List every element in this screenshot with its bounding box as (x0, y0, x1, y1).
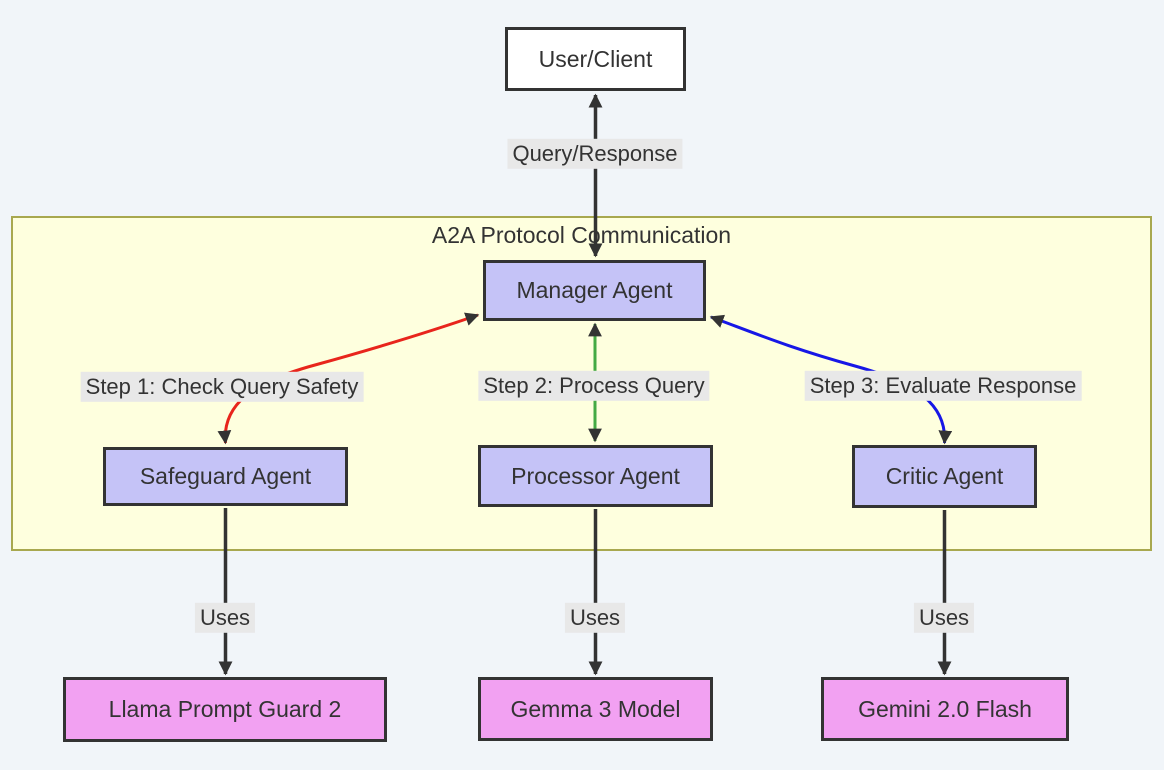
node-processor-agent-label: Processor Agent (511, 462, 680, 489)
edge-label-uses-critic: Uses (913, 602, 975, 634)
node-llama-prompt-guard: Llama Prompt Guard 2 (63, 677, 387, 742)
edge-label-step1: Step 1: Check Query Safety (80, 371, 364, 403)
node-user-client-label: User/Client (538, 45, 653, 72)
edge-label-query-response: Query/Response (507, 138, 683, 170)
node-critic-agent-label: Critic Agent (885, 463, 1004, 489)
node-processor-agent: Processor Agent (478, 445, 713, 507)
node-gemma-model: Gemma 3 Model (478, 677, 713, 741)
node-safeguard-agent: Safeguard Agent (103, 447, 348, 506)
edge-label-step3: Step 3: Evaluate Response (804, 370, 1082, 402)
edge-label-uses-safeguard: Uses (194, 602, 256, 634)
edge-manager-safeguard (217, 312, 480, 445)
edge-manager-critic (709, 314, 953, 445)
node-gemini-flash: Gemini 2.0 Flash (821, 677, 1069, 741)
node-safeguard-agent-label: Safeguard Agent (139, 463, 312, 489)
cluster-title: A2A Protocol Communication (431, 222, 732, 248)
edge-label-uses-processor: Uses (564, 602, 626, 634)
node-critic-agent: Critic Agent (852, 445, 1037, 508)
node-user-client: User/Client (505, 27, 686, 91)
node-gemma-model-label: Gemma 3 Model (510, 695, 681, 722)
node-manager-agent: Manager Agent (483, 260, 706, 321)
node-llama-prompt-guard-label: Llama Prompt Guard 2 (108, 696, 342, 722)
node-manager-agent-label: Manager Agent (516, 277, 673, 303)
node-gemini-flash-label: Gemini 2.0 Flash (858, 695, 1032, 722)
edge-label-step2: Step 2: Process Query (478, 370, 710, 402)
